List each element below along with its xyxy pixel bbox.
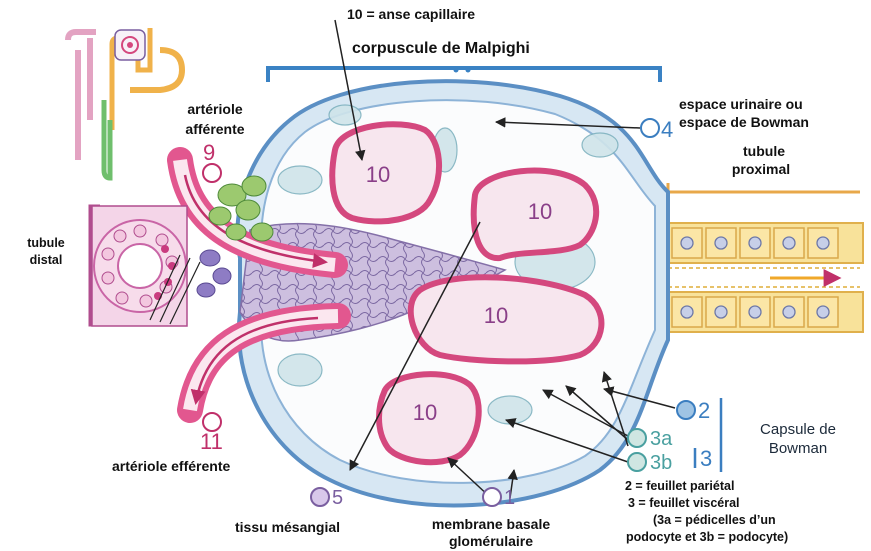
- label-tubule-proximal-2: proximal: [718, 161, 804, 177]
- label-espace-urinaire-2: espace de Bowman: [679, 114, 809, 130]
- marker-3a: 3a: [650, 428, 673, 450]
- label-anse-capillaire: 10 = anse capillaire: [347, 6, 475, 22]
- label-capsule-1: Capsule de: [740, 421, 856, 438]
- label-tubule-proximal-1: tubule: [728, 143, 800, 159]
- marker-9-circle: [203, 164, 221, 182]
- marker-5: 5: [332, 487, 343, 509]
- marker-11: 11: [200, 429, 223, 454]
- loop-number-10: 10: [484, 303, 508, 328]
- loop-number-10: 10: [366, 162, 390, 187]
- legend-2: 2 = feuillet pariétal: [625, 479, 734, 493]
- marker-1-circle: [483, 488, 501, 506]
- label-corpuscule: corpuscule de Malpighi: [352, 40, 530, 58]
- marker-9: 9: [203, 140, 215, 165]
- label-arteriole-efferente: artériole efférente: [112, 458, 230, 474]
- label-membrane-basale-1: membrane basale: [416, 516, 566, 532]
- label-membrane-basale-2: glomérulaire: [416, 533, 566, 549]
- marker-3b-circle: [628, 453, 646, 471]
- legend-3b: podocyte et 3b = podocyte): [626, 530, 788, 544]
- loop-number-10: 10: [528, 199, 552, 224]
- label-capsule-2: Bowman: [740, 440, 856, 457]
- marker-2: 2: [698, 398, 710, 423]
- marker-5-circle: [311, 488, 329, 506]
- label-arteriole-afferente-1: artériole: [172, 101, 258, 117]
- loop-number-10: 10: [413, 400, 437, 425]
- marker-3: 3: [700, 446, 712, 471]
- legend-3: 3 = feuillet viscéral: [628, 496, 740, 510]
- legend-3a: (3a = pédicelles d’un: [653, 513, 776, 527]
- marker-3a-circle: [628, 429, 646, 447]
- label-arteriole-afferente-2: afférente: [172, 121, 258, 137]
- label-tubule-distal-2: distal: [12, 253, 80, 267]
- label-tissu-mesangial: tissu mésangial: [235, 519, 340, 535]
- tubule-proximal: [668, 183, 863, 332]
- marker-4: 4: [661, 117, 673, 142]
- label-tubule-distal-1: tubule: [12, 236, 80, 250]
- marker-2-circle: [677, 401, 695, 419]
- nephron-icon: [68, 28, 182, 178]
- marker-4-circle: [641, 119, 659, 137]
- marker-3b: 3b: [650, 452, 672, 474]
- tubule-distal: [90, 206, 200, 326]
- marker-1: 1: [504, 487, 515, 509]
- label-espace-urinaire-1: espace urinaire ou: [679, 96, 803, 112]
